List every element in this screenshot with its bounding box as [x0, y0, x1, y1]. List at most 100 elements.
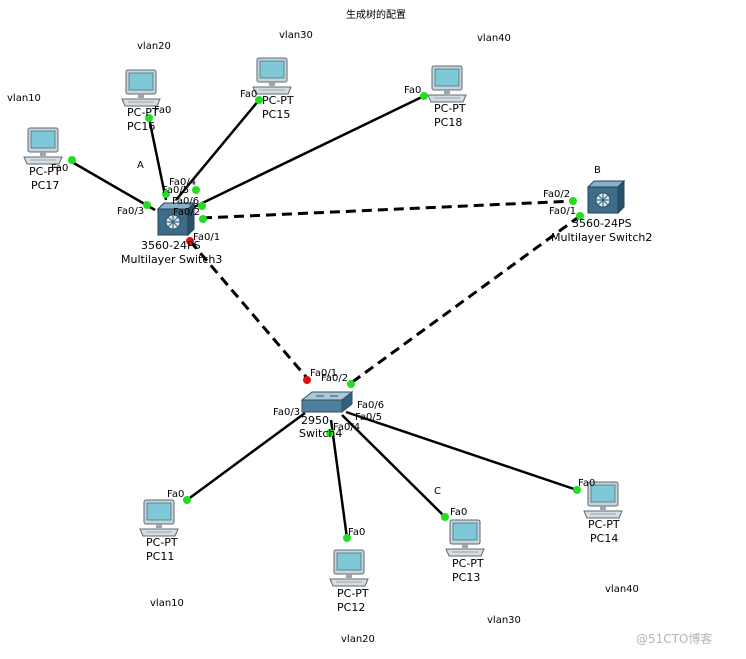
port-label: Fa0/1 — [193, 232, 220, 243]
port-light — [145, 114, 153, 122]
port-lights — [68, 92, 584, 542]
pc15-port: Fa0 — [240, 89, 257, 100]
pc11-name: PC11 — [146, 550, 174, 563]
vlan-label: vlan10 — [7, 93, 41, 104]
vlan-label: vlan20 — [137, 41, 171, 52]
port-light — [420, 92, 428, 100]
pc14-type: PC-PT — [588, 518, 620, 531]
switch2-model: 3560-24PS — [572, 217, 632, 230]
pc17-icon[interactable] — [23, 127, 63, 165]
vlan-label: vlan30 — [487, 615, 521, 626]
port-label: Fa0/2 — [321, 373, 348, 384]
region-label-c: C — [434, 486, 441, 497]
pc13-port: Fa0 — [450, 507, 467, 518]
port-light — [183, 496, 191, 504]
port-label: Fa0/5 — [355, 412, 382, 423]
port-light — [569, 197, 577, 205]
pc16-name: PC16 — [127, 120, 155, 133]
port-light — [255, 96, 263, 104]
link-sw2-sw4 — [350, 214, 581, 385]
port-label: Fa0/1 — [310, 368, 337, 379]
port-light — [347, 380, 355, 388]
pc16-icon[interactable] — [121, 69, 161, 107]
multilayer-switch2-icon[interactable] — [587, 180, 625, 214]
port-label: Fa0/5 — [162, 185, 189, 196]
port-label: Fa0/6 — [172, 196, 199, 207]
link-pc16-sw3 — [147, 117, 168, 201]
port-label: Fa0/2 — [173, 207, 200, 218]
link-sw4-pc11 — [186, 411, 306, 502]
vlan-label: vlan20 — [341, 634, 375, 645]
port-light — [573, 486, 581, 494]
port-light — [162, 190, 170, 198]
link-pc18-sw3 — [191, 94, 425, 210]
port-light — [343, 534, 351, 542]
pc18-port: Fa0 — [404, 85, 421, 96]
pc11-port: Fa0 — [167, 489, 184, 500]
link-sw4-pc14 — [345, 410, 578, 492]
port-light — [441, 513, 449, 521]
pc16-type: PC-PT — [127, 106, 159, 119]
pc17-type: PC-PT — [29, 165, 61, 178]
link-sw3-sw2 — [201, 199, 576, 220]
pc13-type: PC-PT — [452, 557, 484, 570]
port-light-blocked — [303, 376, 311, 384]
region-label-b: B — [594, 165, 601, 176]
port-label: Fa0/4 — [169, 177, 196, 188]
pc12-type: PC-PT — [337, 587, 369, 600]
link-sw4-pc13 — [341, 414, 446, 518]
switch3-name: Multilayer Switch3 — [121, 253, 222, 266]
pc11-type: PC-PT — [146, 536, 178, 549]
port-light — [576, 212, 584, 220]
pc18-name: PC18 — [434, 116, 462, 129]
port-light — [199, 215, 207, 223]
pc12-icon[interactable] — [329, 549, 369, 587]
pc15-icon[interactable] — [252, 57, 292, 95]
region-label-a: A — [137, 160, 144, 171]
port-label: Fa0/3 — [117, 206, 144, 217]
pc17-name: PC17 — [31, 179, 59, 192]
pc13-icon[interactable] — [445, 519, 485, 557]
port-light-blocked — [186, 237, 194, 245]
vlan-label: vlan30 — [279, 30, 313, 41]
diagram-title: 生成树的配置 — [346, 8, 406, 21]
pc18-icon[interactable] — [427, 65, 467, 103]
link-sw4-pc12 — [329, 419, 349, 539]
port-label: Fa0/6 — [357, 400, 384, 411]
pc12-port: Fa0 — [348, 527, 365, 538]
pc14-port: Fa0 — [578, 478, 595, 489]
switch4-name: Switch4 — [299, 427, 342, 440]
pc13-name: PC13 — [452, 571, 480, 584]
pc15-type: PC-PT — [262, 94, 294, 107]
links — [71, 94, 581, 539]
switch2-name: Multilayer Switch2 — [551, 231, 652, 244]
port-label: Fa0/2 — [543, 189, 570, 200]
switch4-icon[interactable] — [301, 391, 353, 413]
port-label: Fa0/1 — [549, 206, 576, 217]
vlan-label: vlan40 — [605, 584, 639, 595]
link-pc15-sw3 — [175, 99, 260, 201]
pc18-type: PC-PT — [434, 102, 466, 115]
switch3-model: 3560-24PS — [141, 239, 201, 252]
link-pc17-sw3 — [71, 160, 156, 212]
port-light — [326, 429, 334, 437]
pc14-name: PC14 — [590, 532, 618, 545]
port-light — [68, 156, 76, 164]
pc15-name: PC15 — [262, 108, 290, 121]
switch4-model: 2950 — [301, 414, 329, 427]
port-light — [198, 202, 206, 210]
vlan-label: vlan10 — [150, 598, 184, 609]
port-light — [192, 186, 200, 194]
port-light — [143, 201, 151, 209]
pc12-name: PC12 — [337, 601, 365, 614]
port-label: Fa0/4 — [333, 422, 360, 433]
watermark: @51CTO博客 — [636, 631, 712, 646]
port-label: Fa0/3 — [273, 407, 300, 418]
pc16-port: Fa0 — [154, 105, 171, 116]
pc17-port: Fa0 — [51, 163, 68, 174]
link-sw3-sw4 — [188, 240, 309, 379]
vlan-label: vlan40 — [477, 33, 511, 44]
pc11-icon[interactable] — [139, 499, 179, 537]
